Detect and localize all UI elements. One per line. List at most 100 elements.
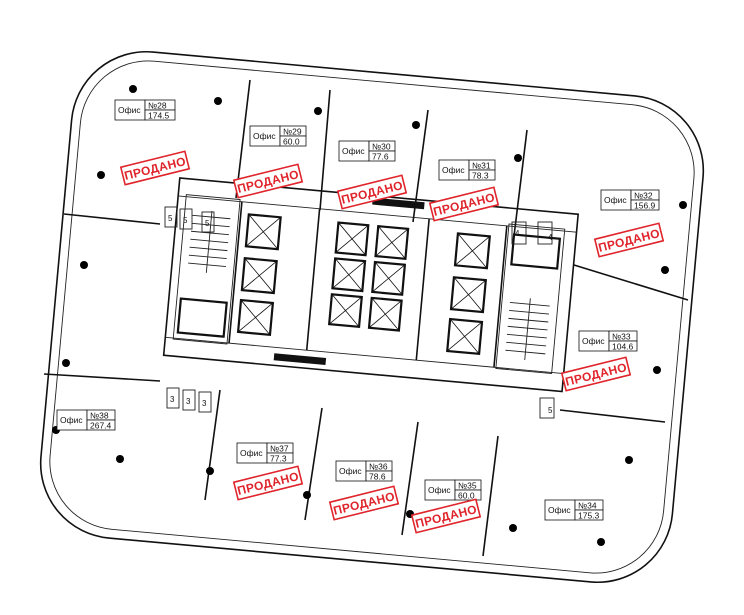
column-dot [597,538,605,546]
building-core [162,177,580,393]
column-dot [661,266,669,274]
column-dot [653,366,661,374]
elevator-shafts [236,213,491,356]
column-dot [80,261,88,269]
column-dot [625,456,633,464]
building-outline [39,50,705,584]
office-number: №33 [612,332,631,342]
column-dot [116,455,124,463]
office-area-box [266,452,294,464]
office-type: Офис [342,146,365,156]
office-number: №32 [634,191,653,201]
office-type: Офис [118,105,141,115]
office-number: №31 [472,161,491,171]
sold-stamp-33: ПРОДАНО [560,356,632,392]
column-dot [206,467,214,475]
wc-cubicle [539,397,555,419]
office-area: 156.9 [634,201,656,211]
wc-number: 4 [515,229,520,238]
office-area-box [468,169,496,181]
office-area: 60.0 [283,137,300,147]
office-type: Офис [60,415,83,425]
office-label-36[interactable]: Офис №36 78.6 [335,460,393,482]
wc-number: 3 [170,395,175,404]
column-dot [679,201,687,209]
office-area: 77.3 [270,454,287,464]
column-dot [412,121,420,129]
office-number: №35 [458,481,477,491]
office-labels: Офис №28 174.5 Офис №29 60.0 Офис №30 77… [56,99,660,521]
wc-number: 3 [202,399,207,408]
office-area-box [454,489,482,501]
office-type: Офис [604,195,627,205]
wc-cubicle [201,211,215,233]
wc-number: 5 [548,406,553,415]
column-dot [97,171,105,179]
office-type: Офис [339,466,362,476]
office-label-30[interactable]: Офис №30 77.6 [338,140,396,162]
wc-number: 5 [205,219,210,228]
office-label-33[interactable]: Офис №33 104.6 [578,330,638,352]
office-number: №36 [369,462,388,472]
wc-number: 4 [548,233,553,242]
office-type: Офис [548,505,571,515]
wc-cubicle [537,221,553,245]
office-label-37[interactable]: Офис №37 77.3 [236,442,294,464]
column-dot [509,524,517,532]
office-area: 78.3 [472,171,489,181]
wc-cubicle [182,389,196,411]
office-label-38[interactable]: Офис №38 267.4 [56,409,116,431]
column-dot [62,359,70,367]
column-dot [314,107,322,115]
office-area: 104.6 [612,342,634,352]
office-area: 174.5 [148,111,170,121]
office-number: №28 [148,101,167,111]
office-label-29[interactable]: Офис №29 60.0 [249,125,307,147]
sold-stamp-29: ПРОДАНО [232,163,304,199]
office-area-box [86,419,116,431]
office-label-28[interactable]: Офис №28 174.5 [114,99,176,121]
wc-number: 3 [186,397,191,406]
column-dot [514,154,522,162]
office-type: Офис [428,485,451,495]
office-area: 60.0 [458,491,475,501]
wc-cubicle [198,391,212,413]
office-area-box [279,135,307,147]
office-type: Офис [582,336,605,346]
office-area-box [365,470,393,482]
office-label-35[interactable]: Офис №35 60.0 [424,479,482,501]
sold-stamp-37: ПРОДАНО [232,465,304,501]
office-area-box [574,509,604,521]
office-label-34[interactable]: Офис №34 175.3 [544,499,604,521]
sold-stamp-32: ПРОДАНО [593,222,665,258]
column-dot [214,97,222,105]
office-number: №30 [372,142,391,152]
office-area-box [368,150,396,162]
wc-cubicle [511,221,527,245]
wc-cubicle [164,206,178,228]
office-area-box [630,199,660,211]
office-number: №29 [283,127,302,137]
office-type: Офис [253,131,276,141]
sold-stamp-35: ПРОДАНО [410,498,482,534]
office-area: 78.6 [369,472,386,482]
sold-stamp-36: ПРОДАНО [328,485,400,521]
sold-stamp-31: ПРОДАНО [428,186,500,222]
office-area-box [608,340,638,352]
office-label-31[interactable]: Офис №31 78.3 [438,159,496,181]
office-number: №37 [270,444,289,454]
office-type: Офис [240,448,263,458]
office-area: 175.3 [578,511,600,521]
column-dot [129,85,137,93]
wc-number: 5 [183,216,188,225]
office-number: №34 [578,501,597,511]
office-label-32[interactable]: Офис №32 156.9 [600,189,660,211]
restroom-cubicles: 5 5 5 4 3 3 3 4 5 [164,206,555,419]
office-area-box [144,109,176,121]
wc-number: 5 [168,214,173,223]
column-dot [303,491,311,499]
wc-cubicle [166,387,180,409]
office-area: 267.4 [90,421,112,431]
office-number: №38 [90,411,109,421]
wc-cubicle [179,208,193,230]
